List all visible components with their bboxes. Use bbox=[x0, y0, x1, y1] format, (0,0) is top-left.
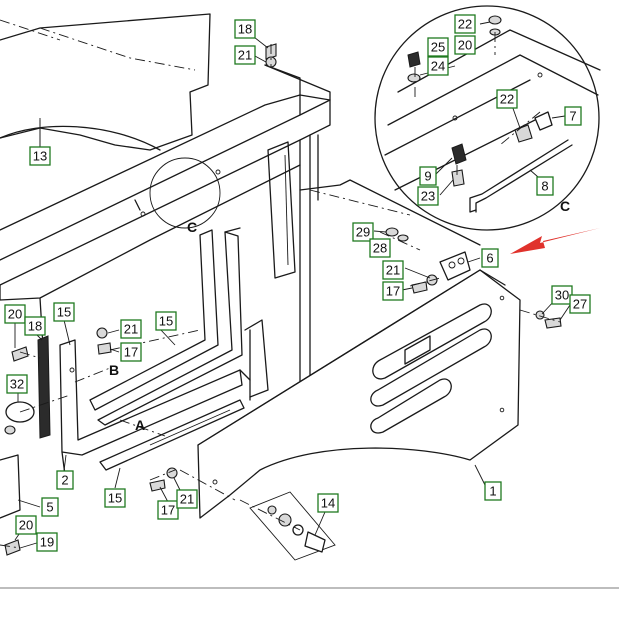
callout-label: 5 bbox=[46, 500, 53, 515]
callout-21-bottom: 21 bbox=[176, 489, 198, 509]
pointer-arrow bbox=[510, 228, 600, 254]
frame-piece-2 bbox=[59, 339, 251, 476]
callout-17-center: 17 bbox=[120, 342, 142, 362]
callout-22-top: 22 bbox=[454, 14, 476, 34]
callout-20-left: 20 bbox=[4, 304, 26, 324]
hinge-bracket-6 bbox=[439, 251, 471, 281]
callout-label: 19 bbox=[40, 535, 54, 550]
callout-20-top: 20 bbox=[454, 35, 476, 55]
callout-27: 27 bbox=[569, 294, 591, 314]
callout-label: 20 bbox=[19, 518, 33, 533]
callout-label: 17 bbox=[161, 503, 175, 518]
strip-18 bbox=[37, 335, 51, 439]
callout-label: 28 bbox=[373, 241, 387, 256]
callout-label: 22 bbox=[500, 92, 514, 107]
callout-13: 13 bbox=[29, 146, 51, 166]
callout-label: 15 bbox=[108, 491, 122, 506]
callout-label: 17 bbox=[124, 345, 138, 360]
callout-label: 20 bbox=[8, 307, 22, 322]
callout-label: 32 bbox=[10, 377, 24, 392]
callout-label: 6 bbox=[486, 251, 493, 266]
view-letter-c-detail: C bbox=[560, 198, 570, 214]
callout-5: 5 bbox=[41, 497, 59, 517]
callouts: 18 21 22 20 25 24 22 7 9 23 8 13 29 28 6… bbox=[4, 14, 591, 552]
callout-24: 24 bbox=[427, 56, 449, 76]
callout-label: 21 bbox=[238, 48, 252, 63]
callout-label: 7 bbox=[569, 109, 576, 124]
callout-19: 19 bbox=[36, 532, 58, 552]
left-panel-5 bbox=[0, 454, 21, 519]
callout-20-bottom: 20 bbox=[15, 515, 37, 535]
callout-label: 30 bbox=[555, 288, 569, 303]
callout-17-right: 17 bbox=[382, 281, 404, 301]
callout-label: 29 bbox=[356, 225, 370, 240]
callout-9: 9 bbox=[419, 166, 437, 186]
callout-23: 23 bbox=[417, 186, 439, 206]
callout-28: 28 bbox=[369, 238, 391, 258]
callout-30: 30 bbox=[551, 285, 573, 305]
view-letter-c-main: C bbox=[187, 219, 197, 235]
callout-label: 23 bbox=[421, 189, 435, 204]
callout-label: 21 bbox=[180, 492, 194, 507]
callout-29: 29 bbox=[352, 222, 374, 242]
callout-21-top: 21 bbox=[234, 45, 256, 65]
callout-22-detail: 22 bbox=[496, 89, 518, 109]
callout-15-bottom: 15 bbox=[104, 488, 126, 508]
callout-label: 14 bbox=[321, 496, 335, 511]
callout-6: 6 bbox=[481, 248, 499, 268]
callout-label: 27 bbox=[573, 297, 587, 312]
fasteners bbox=[4, 15, 562, 556]
callout-32: 32 bbox=[6, 374, 28, 394]
callout-label: 8 bbox=[541, 179, 548, 194]
callout-21-right: 21 bbox=[382, 260, 404, 280]
callout-label: 21 bbox=[386, 263, 400, 278]
callout-label: 15 bbox=[57, 305, 71, 320]
side-panel-1 bbox=[197, 269, 521, 519]
callout-18-left: 18 bbox=[24, 316, 46, 336]
callout-label: 18 bbox=[28, 319, 42, 334]
callout-label: 17 bbox=[386, 284, 400, 299]
callout-label: 1 bbox=[489, 484, 496, 499]
knob-assembly-14 bbox=[249, 491, 336, 561]
view-letters: C C B A bbox=[109, 198, 570, 433]
callout-label: 25 bbox=[431, 40, 445, 55]
callout-label: 21 bbox=[124, 322, 138, 337]
callout-21-center: 21 bbox=[120, 319, 142, 339]
view-letter-b: B bbox=[109, 362, 119, 378]
callout-7: 7 bbox=[564, 106, 582, 126]
callout-15-left: 15 bbox=[53, 302, 75, 322]
callout-label: 24 bbox=[431, 59, 445, 74]
callout-label: 22 bbox=[458, 17, 472, 32]
callout-label: 9 bbox=[424, 169, 431, 184]
callout-label: 15 bbox=[159, 314, 173, 329]
callout-17-bottom: 17 bbox=[157, 500, 179, 520]
u-bracket-15 bbox=[89, 227, 243, 426]
view-letter-a: A bbox=[135, 417, 145, 433]
lower-rail-15 bbox=[99, 399, 245, 471]
callout-2: 2 bbox=[56, 470, 74, 490]
callout-14: 14 bbox=[317, 493, 339, 513]
callout-label: 13 bbox=[33, 149, 47, 164]
callout-25: 25 bbox=[427, 37, 449, 57]
callout-18-top: 18 bbox=[234, 19, 256, 39]
callout-label: 20 bbox=[458, 38, 472, 53]
callout-1: 1 bbox=[484, 481, 502, 501]
callout-8: 8 bbox=[536, 176, 554, 196]
callout-label: 18 bbox=[238, 22, 252, 37]
callout-15-center: 15 bbox=[155, 311, 177, 331]
callout-label: 2 bbox=[61, 473, 68, 488]
cover-panel-13 bbox=[0, 13, 211, 151]
